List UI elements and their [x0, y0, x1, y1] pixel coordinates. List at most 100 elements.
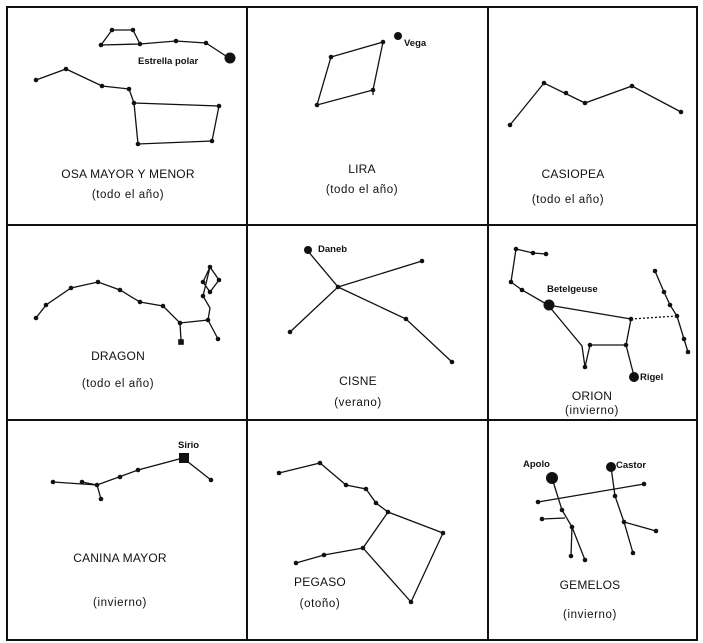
dragon-tail [179, 322, 182, 341]
gemelos-star-2 [569, 524, 575, 530]
orion-star-8 [582, 364, 588, 370]
lira-star-0 [380, 39, 386, 45]
cisne-star-2 [419, 258, 425, 264]
constellation-season-gemelos: (invierno) [563, 609, 617, 621]
casiopea-star-2 [563, 90, 569, 96]
casiopea-star-3 [582, 100, 588, 106]
star-label-sirio: Sirio [178, 440, 200, 451]
castor-arm [623, 521, 657, 532]
canina-star-2 [94, 482, 100, 488]
constellation-name-osa-mayor-menor: OSA MAYOR Y MENOR [61, 167, 195, 181]
dragon-star-4 [117, 287, 123, 293]
casiopea-star-0 [507, 122, 513, 128]
gemelos-star-10 [539, 516, 545, 522]
dragon-head-star-1 [216, 277, 222, 283]
pegaso-leg [295, 547, 364, 564]
constellation-name-canina-mayor: CANINA MAYOR [73, 551, 167, 565]
constellation-season-dragon: (todo el año) [81, 378, 155, 390]
osa-menor-star-5 [203, 40, 209, 46]
canina-star-0 [50, 479, 56, 485]
gemelos-star-1 [559, 507, 565, 513]
pegaso-star-9 [321, 552, 327, 558]
casiopea-lines [509, 82, 682, 126]
canina-star-3 [98, 496, 104, 502]
orion-club-lines [515, 248, 547, 255]
orion-body-lines [510, 248, 632, 368]
gemelos-star-9 [641, 481, 647, 487]
gemelos-star-5 [612, 493, 618, 499]
constellation-name-lira: LIRA [348, 162, 376, 176]
estrella-polar-star [224, 52, 236, 64]
dragon-head-star-0 [207, 264, 213, 270]
constellation-name-gemelos: GEMELOS [559, 578, 621, 592]
cisne-star-1 [287, 329, 293, 335]
apolo-arm [541, 517, 566, 520]
dragon-star-6 [160, 303, 166, 309]
sirio-star [179, 453, 189, 463]
betelgeuse-star [543, 299, 555, 311]
cisne-neck [337, 286, 453, 363]
gemelos-top-link [537, 483, 645, 503]
osa-mayor-star-7 [135, 141, 141, 147]
rigel-star [629, 372, 639, 382]
constellation-season-canina-mayor: (invierno) [93, 597, 147, 609]
canina-lines [52, 457, 212, 486]
osa-menor-star-0 [98, 42, 104, 48]
grid-line-bottom [6, 639, 698, 641]
dragon-head-star-3 [200, 279, 206, 285]
vega-star [394, 32, 402, 40]
casiopea-star-4 [629, 83, 635, 89]
osa-menor-star-4 [173, 38, 179, 44]
gemelos-star-8 [653, 528, 659, 534]
osa-mayor-lines [35, 68, 220, 145]
dragon-star-5 [137, 299, 143, 305]
constellation-name-casiopea: CASIOPEA [541, 167, 605, 181]
pegaso-star-6 [440, 530, 446, 536]
apolo-leg [570, 526, 573, 557]
cisne-star-3 [403, 316, 409, 322]
grid-line-h1 [6, 224, 698, 226]
grid-line-h2 [6, 419, 698, 421]
orion-star-5 [628, 316, 634, 322]
osa-menor-lines [100, 29, 142, 46]
cisne-body [289, 249, 339, 333]
grid-line-v2 [487, 6, 489, 641]
gemelos-star-6 [621, 519, 627, 525]
pegaso-star-2 [343, 482, 349, 488]
grid-line-left [6, 6, 8, 641]
dragon-end-star [178, 339, 184, 345]
osa-menor-star-2 [130, 27, 136, 33]
star-label-rigel: Rigel [640, 372, 664, 383]
dragon-star-3 [95, 279, 101, 285]
orion-star-12 [674, 313, 680, 319]
osa-mayor-star-2 [99, 83, 105, 89]
dragon-star-7 [177, 320, 183, 326]
constellation-name-cisne: CISNE [339, 374, 377, 388]
daneb-star [304, 246, 312, 254]
osa-mayor-star-0 [33, 77, 39, 83]
constellation-name-dragon: DRAGON [91, 349, 145, 363]
orion-star-1 [530, 250, 536, 256]
pegaso-star-3 [363, 486, 369, 492]
dragon-star-0 [33, 315, 39, 321]
dragon-lines [35, 265, 220, 324]
orion-star-11 [667, 302, 673, 308]
cisne-wing-right [337, 260, 423, 288]
gemelos-star-7 [630, 550, 636, 556]
dragon-star-9 [200, 293, 206, 299]
osa-menor-star-1 [109, 27, 115, 33]
lira-star-1 [370, 87, 376, 93]
canina-star-4 [117, 474, 123, 480]
constellation-season-orion: (invierno) [565, 405, 619, 417]
orion-star-3 [508, 279, 514, 285]
star-label-estrella-polar: Estrella polar [138, 56, 199, 67]
castor-star [606, 462, 616, 472]
osa-mayor-star-5 [216, 103, 222, 109]
osa-mayor-star-6 [209, 138, 215, 144]
canina-leg [96, 484, 102, 500]
constellation-name-pegaso: PEGASO [294, 575, 346, 589]
canina-nose [81, 481, 98, 486]
orion-shield-link [630, 315, 678, 320]
